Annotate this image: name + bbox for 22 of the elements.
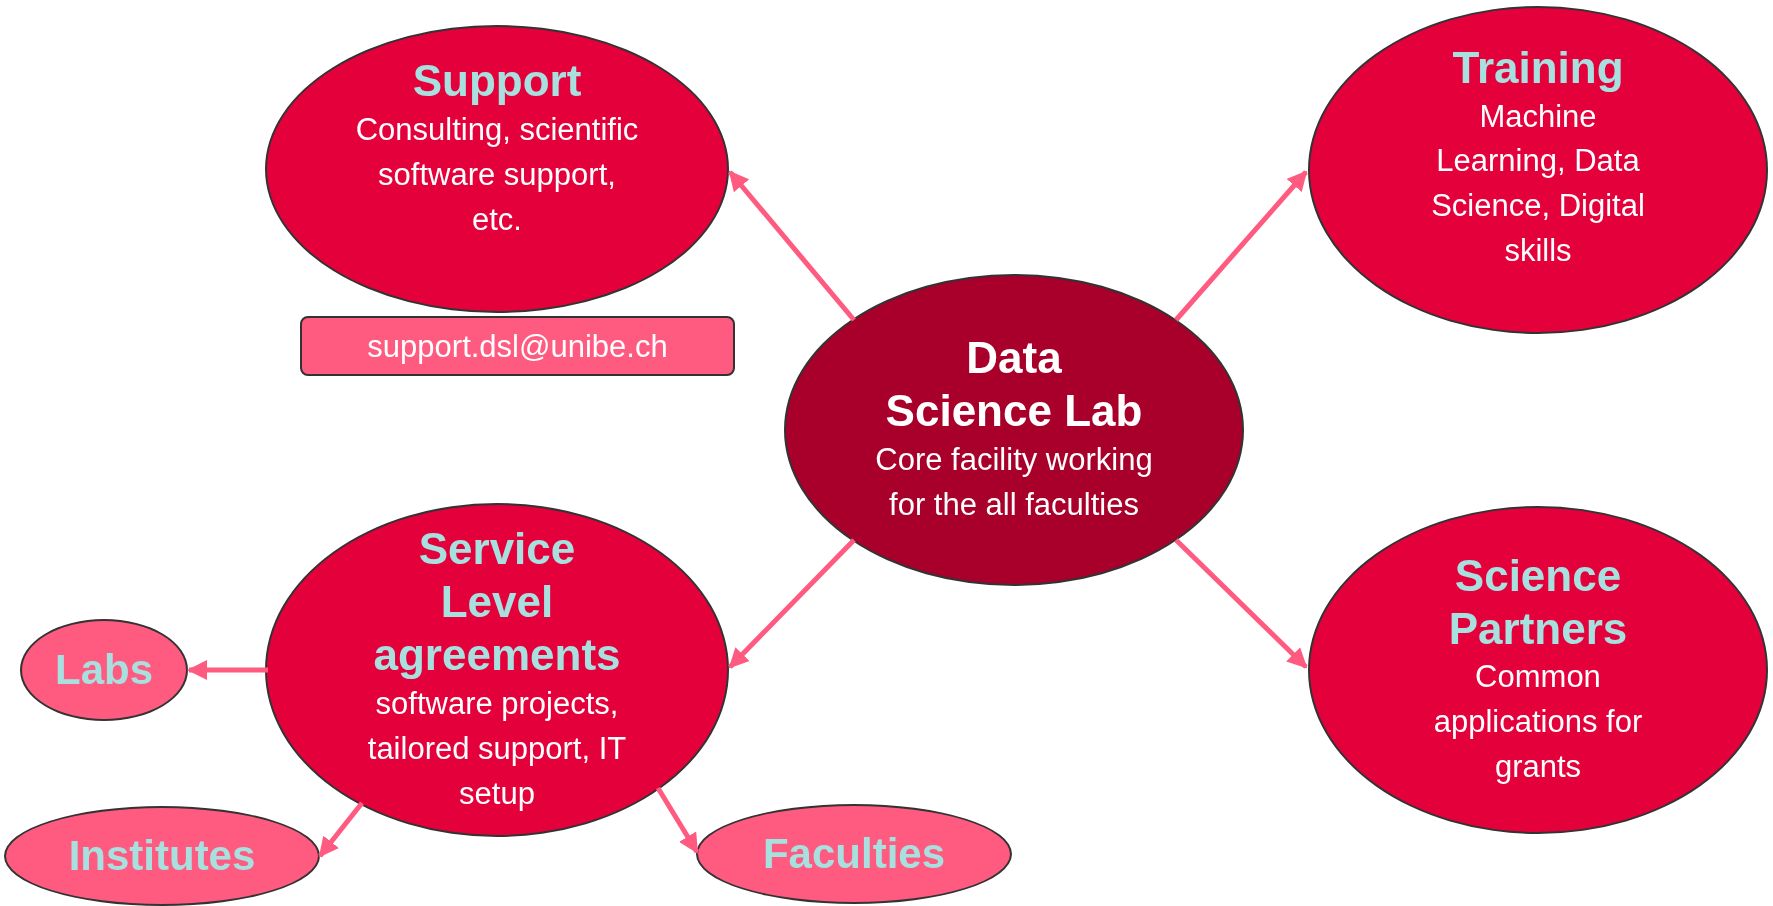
node-description: Common applications for grants xyxy=(1432,658,1644,787)
arrow xyxy=(1174,170,1308,322)
arrow xyxy=(655,786,700,854)
node-heading: Data Science Lab xyxy=(884,332,1144,438)
node-label: Labs xyxy=(55,649,153,691)
arrow xyxy=(318,801,364,858)
node-description: Consulting, scientific software support, etc. xyxy=(354,111,640,239)
email-box xyxy=(300,316,735,376)
arrow xyxy=(1174,538,1308,669)
node-heading: Training xyxy=(1451,41,1625,94)
email-address: support.dsl@unibe.ch xyxy=(367,330,668,362)
node-heading: Support xyxy=(411,55,583,108)
arrow xyxy=(187,660,268,680)
node-heading: Science Partners xyxy=(1447,549,1629,655)
node-description: Core facility working for the all faculties xyxy=(874,440,1154,524)
node-description: Machine Learning, Data Science, Digital skills xyxy=(1430,97,1646,271)
arrow xyxy=(728,170,856,322)
arrow xyxy=(728,538,856,669)
node-description: software projects, tailored support, IT setup xyxy=(366,684,628,813)
node-label: Institutes xyxy=(68,835,256,877)
node-label: Faculties xyxy=(762,833,946,875)
node-heading: Service Level agreements xyxy=(372,523,622,681)
